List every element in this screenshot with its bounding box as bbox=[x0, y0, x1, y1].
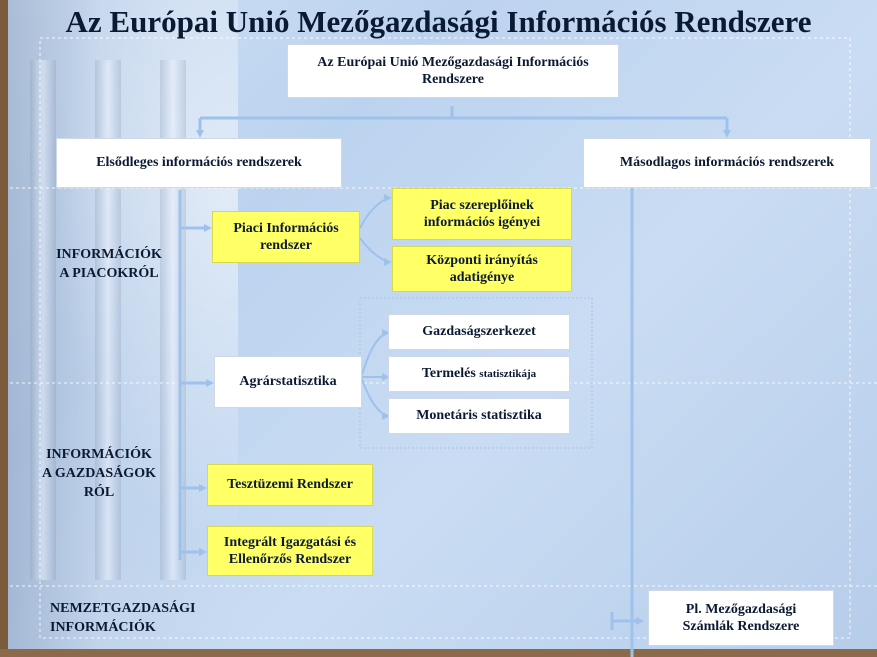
market-info-line: rendszer bbox=[260, 238, 312, 253]
branch-curve bbox=[359, 197, 389, 229]
farm-structure-label: Gazdaságszerkezet bbox=[422, 324, 536, 340]
agri-statistics-box: Agrárstatisztika bbox=[214, 356, 362, 408]
market-info-line: Piaci Információs bbox=[233, 220, 339, 236]
market-needs-box: Piac szereplőinek információs igényei bbox=[392, 188, 572, 240]
primary-systems-label: Elsődleges információs rendszerek bbox=[96, 155, 302, 171]
arrowhead bbox=[196, 130, 204, 138]
arrowhead bbox=[382, 329, 390, 337]
outer-frame bbox=[39, 37, 851, 639]
market-info-system-box: Piaci Információs rendszer bbox=[212, 211, 360, 263]
section-farms: INFORMÁCIÓK A GAZDASÁGOK RÓL bbox=[14, 446, 184, 503]
section-farms-line: INFORMÁCIÓK bbox=[46, 447, 152, 462]
section-markets: INFORMÁCIÓK A PIACOKRÓL bbox=[34, 246, 184, 284]
national-accounts-box: Pl. Mezőgazdasági Számlák Rendszere bbox=[648, 590, 834, 646]
section-markets-line: INFORMÁCIÓK bbox=[56, 247, 162, 262]
primary-systems-box: Elsődleges információs rendszerek bbox=[56, 138, 342, 188]
monetary-statistics-box: Monetáris statisztika bbox=[388, 398, 570, 434]
production-sublabel: statisztikája bbox=[479, 368, 537, 381]
central-control-line: adatigénye bbox=[449, 270, 515, 285]
fadn-box: Tesztüzemi Rendszer bbox=[207, 464, 373, 506]
section-markets-line: A PIACOKRÓL bbox=[59, 265, 159, 281]
national-accounts-line: Pl. Mezőgazdasági bbox=[685, 601, 797, 617]
arrowhead bbox=[199, 484, 207, 492]
top-box-line: Rendszere bbox=[422, 72, 484, 87]
slide-title: Az Európai Unió Mezőgazdasági Információ… bbox=[65, 4, 812, 39]
production-statistics-box: Termelés statisztikája bbox=[388, 356, 570, 392]
arrowhead bbox=[199, 548, 207, 556]
secondary-systems-box: Másodlagos információs rendszerek bbox=[583, 138, 871, 188]
frame-left bbox=[0, 0, 8, 657]
market-needs-line: Piac szereplőinek bbox=[430, 197, 534, 213]
branch-curve bbox=[361, 378, 387, 417]
section-farms-line: RÓL bbox=[83, 484, 115, 500]
section-farms-line: A GAZDASÁGOK bbox=[42, 465, 156, 481]
pillar-decoration bbox=[30, 60, 56, 580]
branch-curve bbox=[361, 332, 387, 376]
arrowhead bbox=[204, 224, 212, 232]
iacs-box: Integrált Igazgatási és Ellenőrzős Rends… bbox=[207, 526, 373, 576]
secondary-systems-label: Másodlagos információs rendszerek bbox=[619, 155, 835, 171]
arrowhead bbox=[723, 130, 731, 138]
frame-bottom bbox=[0, 649, 877, 657]
arrowhead bbox=[206, 379, 214, 387]
section-national: NEMZETGAZDASÁGI INFORMÁCIÓK bbox=[50, 600, 260, 638]
farm-structure-box: Gazdaságszerkezet bbox=[388, 314, 570, 350]
central-control-box: Központi irányítás adatigénye bbox=[392, 246, 572, 292]
primary-branch-lines bbox=[180, 226, 210, 554]
top-system-box: Az Európai Unió Mezőgazdasági Információ… bbox=[287, 44, 619, 98]
arrowhead bbox=[636, 617, 644, 625]
arrowhead bbox=[384, 258, 392, 266]
section-national-line: INFORMÁCIÓK bbox=[50, 619, 156, 635]
fadn-label: Tesztüzemi Rendszer bbox=[227, 477, 353, 493]
top-box-line: Az Európai Unió Mezőgazdasági Információ… bbox=[317, 54, 589, 70]
arrowhead bbox=[382, 412, 390, 420]
iacs-line: Integrált Igazgatási és bbox=[223, 534, 357, 550]
iacs-line: Ellenőrzős Rendszer bbox=[228, 552, 352, 567]
agri-statistics-label: Agrárstatisztika bbox=[239, 374, 337, 390]
arrowhead bbox=[382, 373, 390, 381]
national-accounts-line: Számlák Rendszere bbox=[682, 619, 800, 634]
arrowhead bbox=[384, 194, 392, 202]
production-label: Termelés bbox=[421, 366, 476, 382]
top-split-connector bbox=[198, 106, 729, 132]
market-needs-line: információs igényei bbox=[423, 215, 541, 230]
branch-curve bbox=[359, 237, 389, 263]
central-control-line: Központi irányítás bbox=[426, 252, 538, 268]
secondary-trunk-line bbox=[610, 180, 640, 657]
section-national-line: NEMZETGAZDASÁGI bbox=[50, 601, 196, 616]
monetary-statistics-label: Monetáris statisztika bbox=[416, 408, 542, 424]
